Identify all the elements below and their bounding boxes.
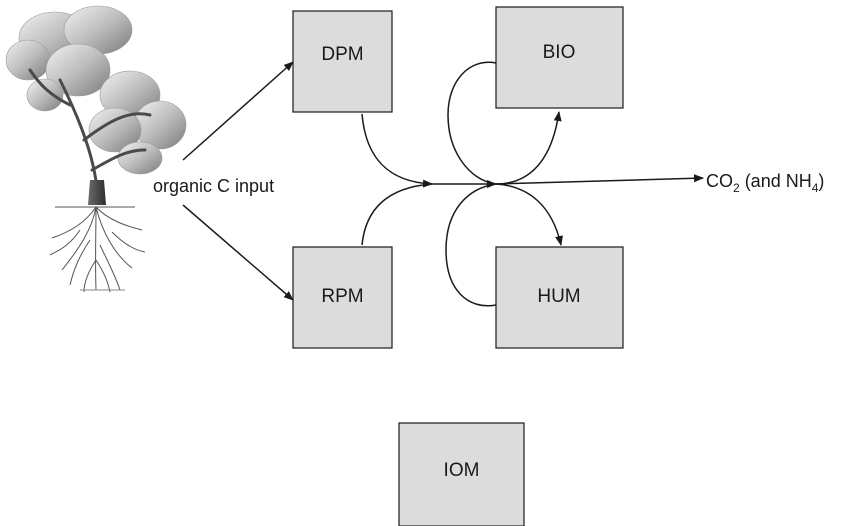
pool-box-iom: IOM [398,422,525,526]
input-arrow-to-rpm [182,204,294,301]
pool-label-rpm: RPM [321,286,363,307]
input-arrow-to-dpm [182,61,294,161]
organic-c-input-label: organic C input [153,176,274,196]
pool-label-hum: HUM [537,286,580,307]
bio-recycle-loop [447,61,497,185]
pool-box-dpm: DPM [292,10,393,113]
tree-icon [5,5,187,293]
dpm-decomposition-arrow [361,113,433,188]
rpm-decomposition-arrow [361,183,433,246]
pool-label-iom: IOM [444,460,480,481]
arrow-to-hum [495,183,563,246]
pool-box-rpm: RPM [292,246,393,349]
co2-output-label: CO2 (and NH4) [706,171,824,195]
pool-box-bio: BIO [495,6,624,109]
pool-label-bio: BIO [543,42,576,63]
pool-label-dpm: DPM [321,44,363,65]
arrow-to-bio [495,111,562,185]
co2-output-arrow [495,174,704,185]
pool-box-hum: HUM [495,246,624,349]
hum-recycle-loop [445,183,497,307]
